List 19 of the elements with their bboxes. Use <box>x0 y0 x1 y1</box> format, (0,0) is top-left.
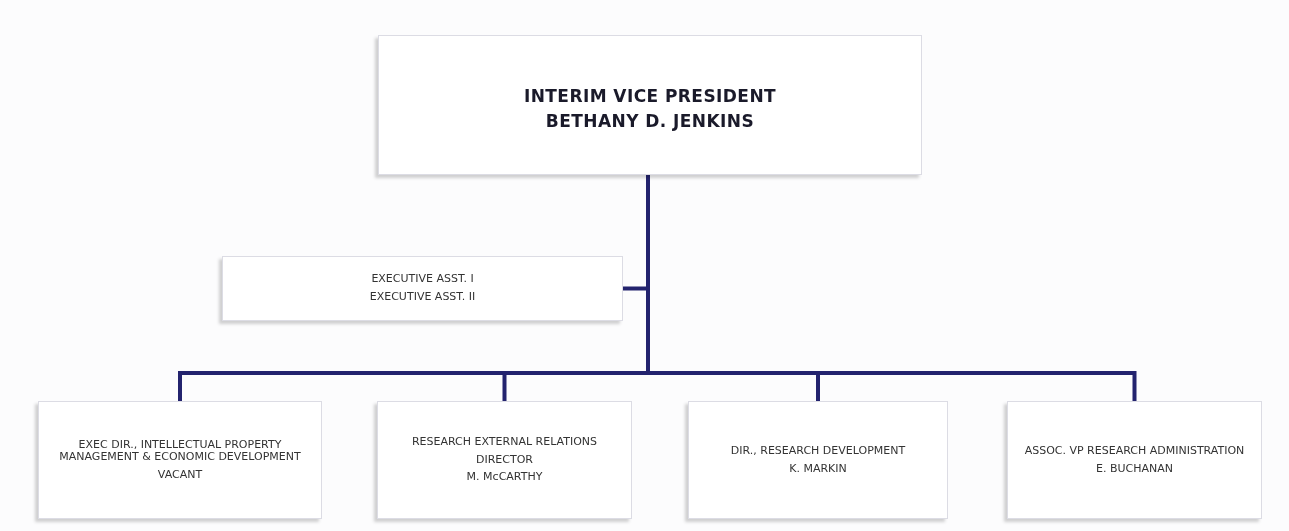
position-box <box>688 401 948 519</box>
position-text: E. BUCHANAN <box>1096 462 1173 476</box>
position-text: EXECUTIVE ASST. II <box>369 289 476 305</box>
position-text: VACANT <box>157 468 203 482</box>
position-text: EXEC DIR., INTELLECTUAL PROPERTY MANAGEMENT & ECONOMIC DEVELOPMENT <box>58 438 302 464</box>
position-text: M. McCARTHY <box>466 471 543 484</box>
position-title: INTERIM VICE PRESIDENT <box>523 85 777 109</box>
position-text: EXECUTIVE ASST. I <box>371 271 474 288</box>
position-title: BETHANY D. JENKINS <box>545 109 755 133</box>
position-box <box>222 256 623 321</box>
position-box <box>378 35 922 175</box>
position-box <box>377 401 632 519</box>
position-text: DIR., RESEARCH DEVELOPMENT <box>730 444 906 458</box>
position-text: K. MARKIN <box>789 462 847 476</box>
position-box <box>1007 401 1262 519</box>
position-text: ASSOC. VP RESEARCH ADMINISTRATION <box>1024 444 1245 458</box>
position-text: DIRECTOR <box>476 453 533 467</box>
position-box <box>38 401 322 519</box>
position-text: RESEARCH EXTERNAL RELATIONS <box>411 436 598 449</box>
